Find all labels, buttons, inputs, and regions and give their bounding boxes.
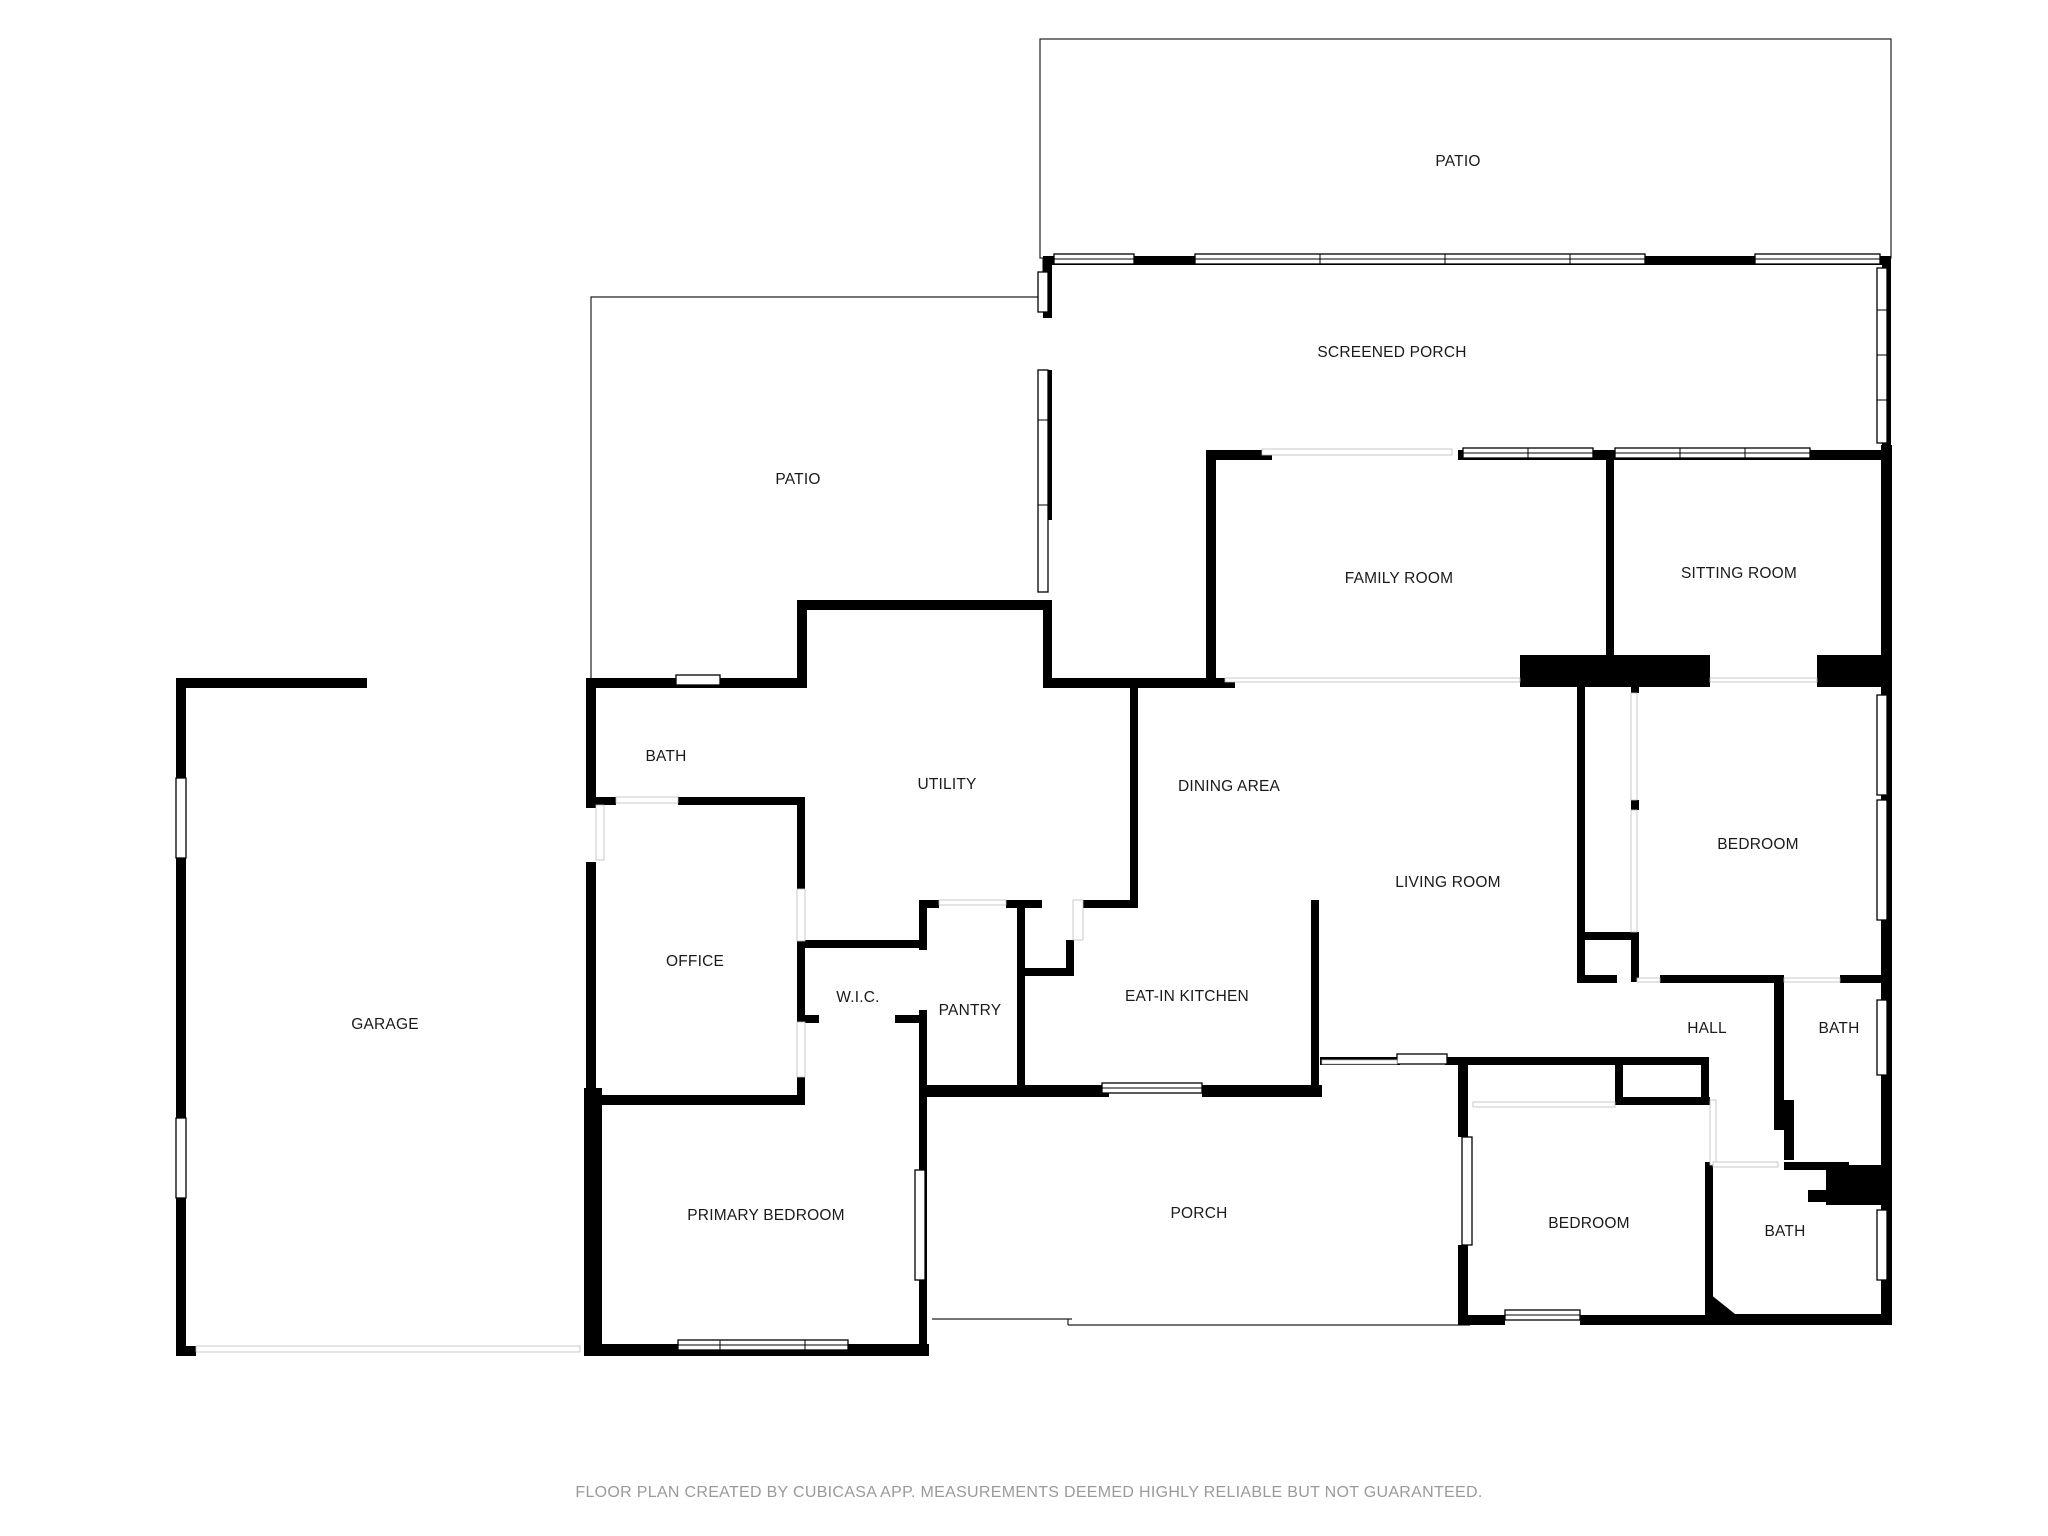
label-screened-porch: SCREENED PORCH — [1317, 344, 1466, 361]
label-dining-area: DINING AREA — [1178, 778, 1281, 795]
label-garage: GARAGE — [351, 1016, 419, 1033]
label-porch: PORCH — [1171, 1205, 1228, 1222]
label-bedroom-lower: BEDROOM — [1548, 1215, 1630, 1232]
room-labels: PATIO SCREENED PORCH PATIO FAMILY ROOM S… — [351, 153, 1859, 1240]
label-patio-left: PATIO — [775, 471, 820, 488]
walls — [176, 256, 1892, 1356]
label-living-room: LIVING ROOM — [1395, 874, 1501, 891]
label-primary-bedroom: PRIMARY BEDROOM — [687, 1207, 844, 1224]
footer-disclaimer: FLOOR PLAN CREATED BY CUBICASA APP. MEAS… — [575, 1484, 1482, 1501]
label-sitting-room: SITTING ROOM — [1681, 565, 1797, 582]
openings — [195, 448, 1841, 1353]
label-patio-top: PATIO — [1435, 153, 1480, 170]
label-pantry: PANTRY — [939, 1002, 1002, 1019]
label-bath-right: BATH — [1819, 1020, 1860, 1037]
label-hall: HALL — [1687, 1020, 1727, 1037]
label-bath-lower: BATH — [1765, 1223, 1806, 1240]
label-family-room: FAMILY ROOM — [1345, 570, 1453, 587]
label-wic: W.I.C. — [836, 989, 879, 1006]
label-eat-in-kitchen: EAT-IN KITCHEN — [1125, 988, 1249, 1005]
label-bedroom-right: BEDROOM — [1717, 836, 1799, 853]
label-utility: UTILITY — [917, 776, 976, 793]
label-bath-upper-left: BATH — [646, 748, 687, 765]
label-office: OFFICE — [666, 953, 724, 970]
windows — [175, 253, 1888, 1351]
